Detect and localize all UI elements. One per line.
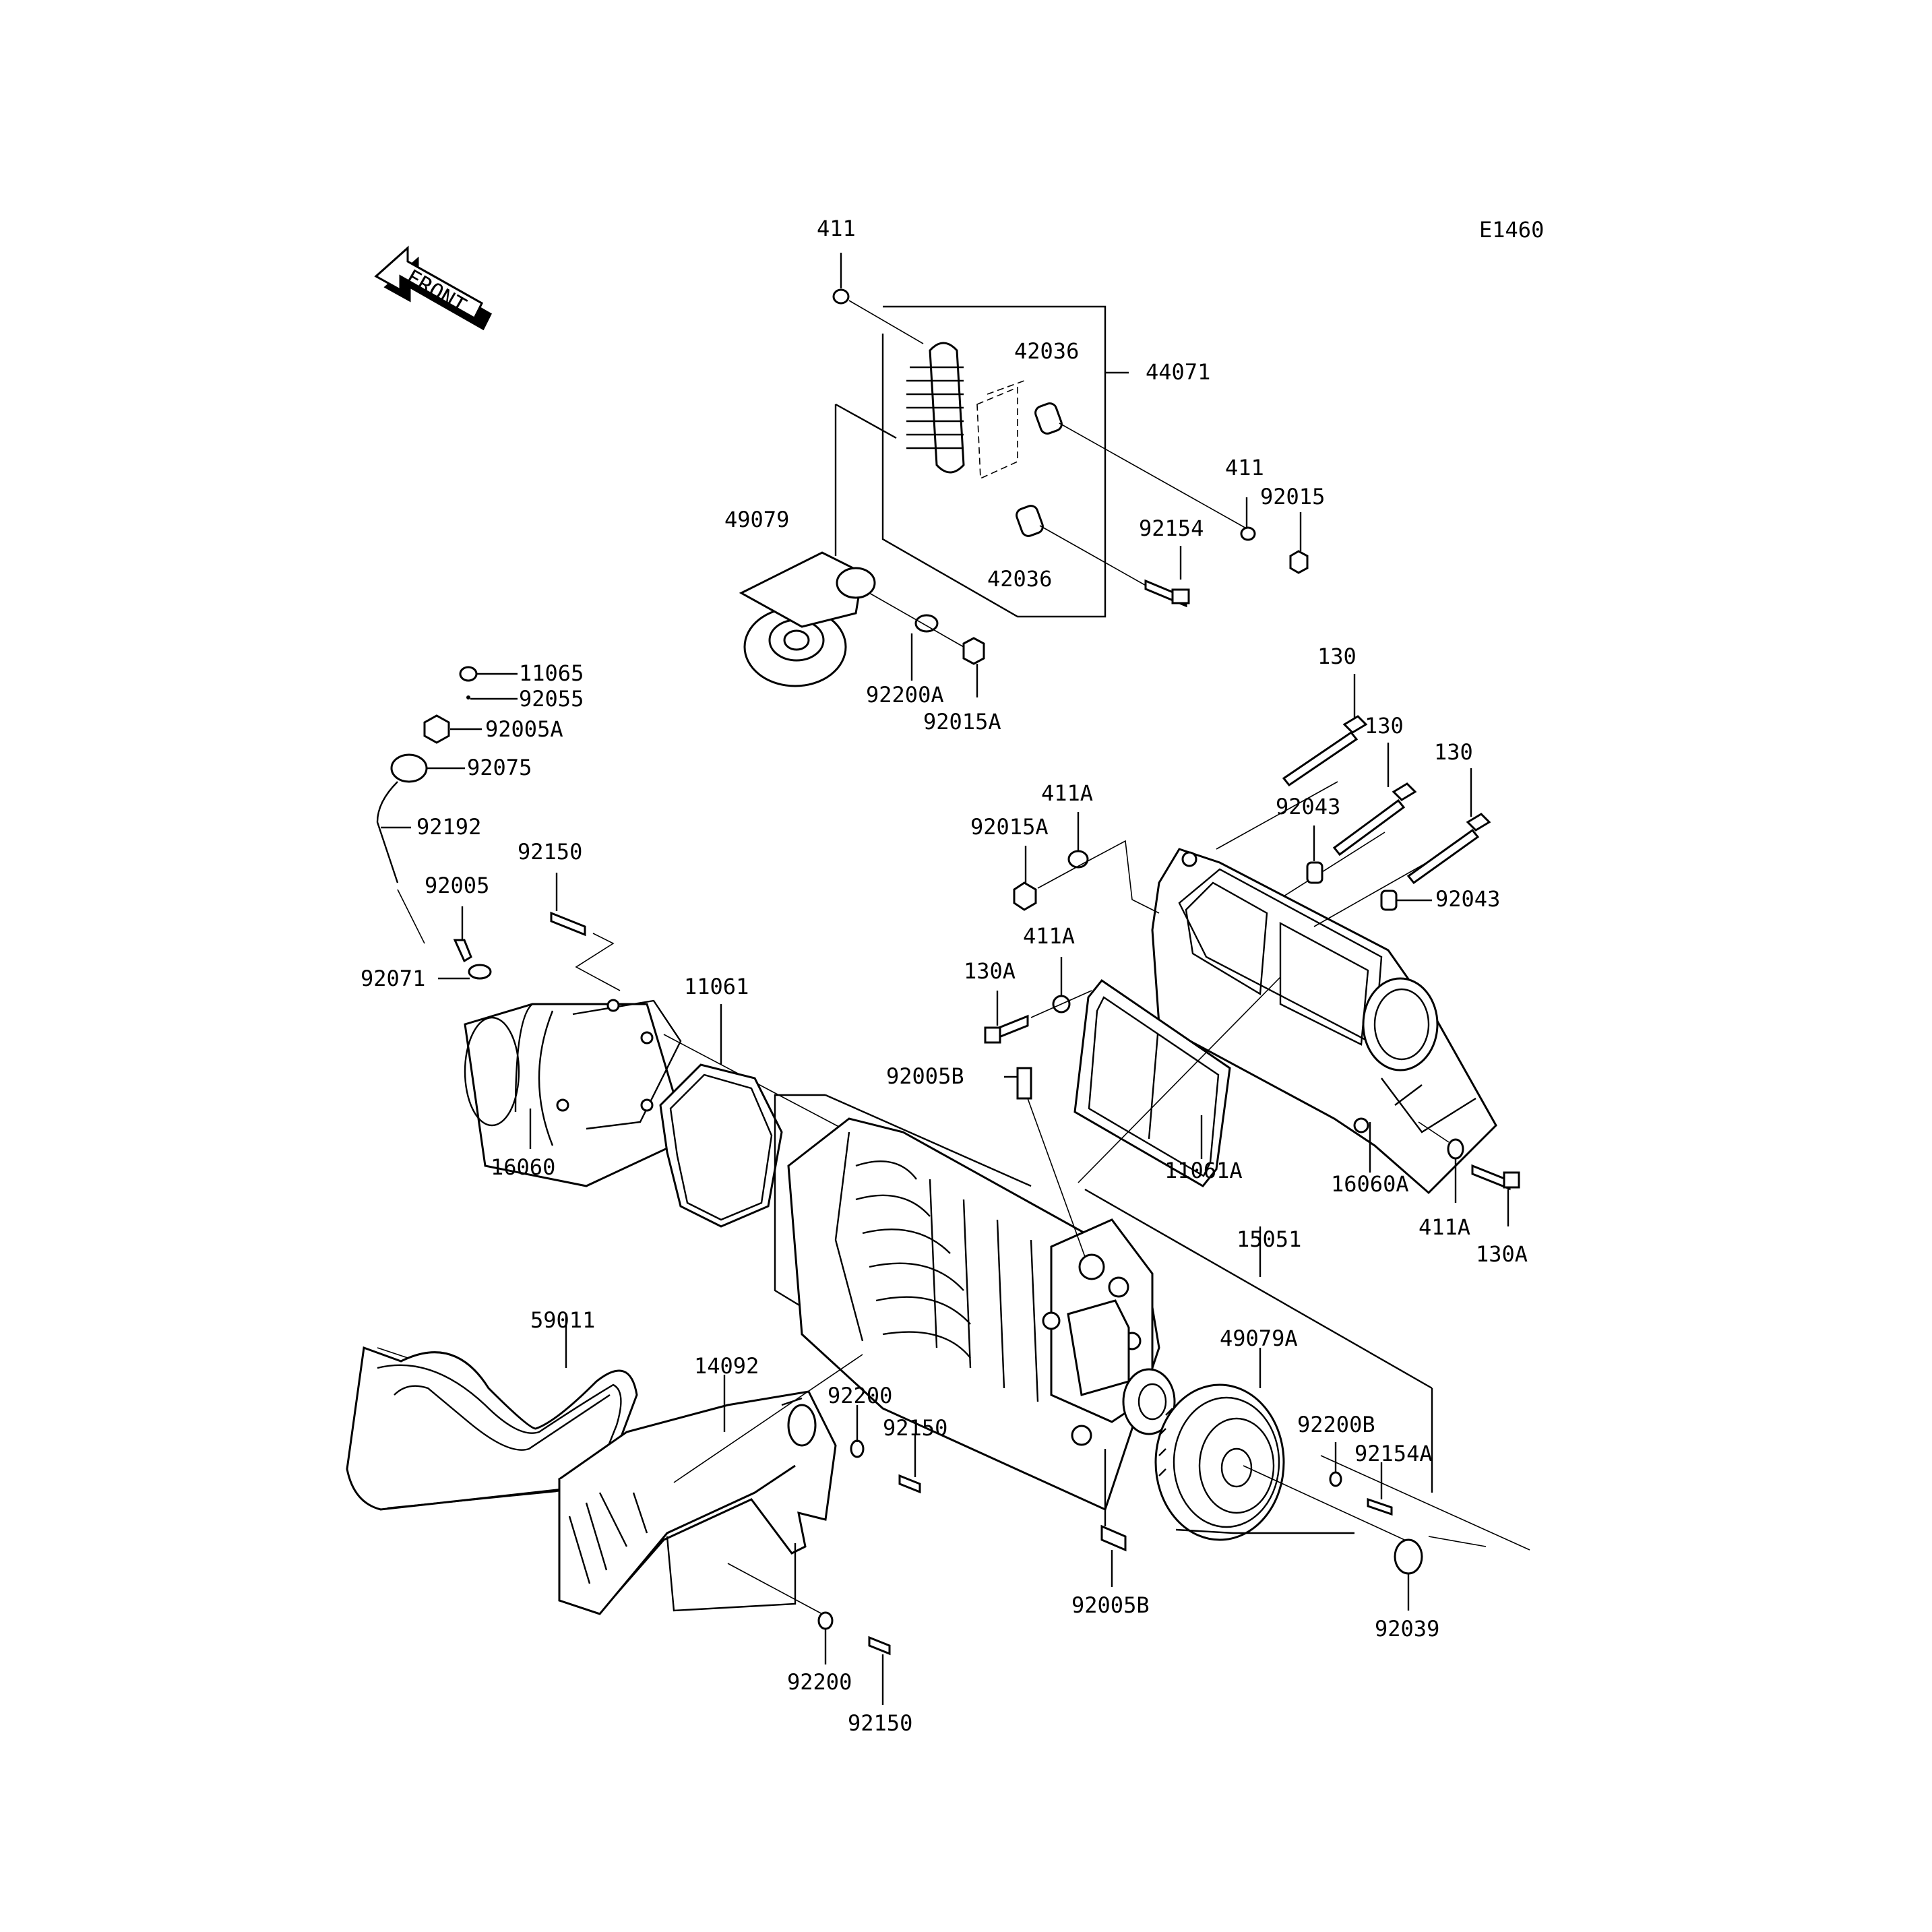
label-92043-b: 92043 bbox=[1435, 886, 1500, 912]
front-arrow-icon: FRONT bbox=[374, 245, 492, 331]
left-fittings-group bbox=[376, 666, 621, 991]
label-411A-bottom: 411A bbox=[1419, 1214, 1470, 1240]
label-92005: 92005 bbox=[425, 873, 489, 898]
label-92015: 92015 bbox=[1260, 484, 1325, 509]
belt-59011-icon bbox=[346, 1314, 638, 1511]
bolt-130-icon bbox=[1282, 674, 1491, 885]
label-130-c: 130 bbox=[1434, 739, 1473, 765]
label-92043-a: 92043 bbox=[1276, 794, 1340, 819]
label-92150-bottom: 92150 bbox=[848, 1710, 912, 1736]
gasket-11061A-icon bbox=[1073, 978, 1231, 1187]
label-11061A: 11061A bbox=[1164, 1158, 1243, 1183]
label-92005B-top: 92005B bbox=[886, 1063, 964, 1089]
label-92200B: 92200B bbox=[1297, 1412, 1375, 1437]
tensioner-group bbox=[739, 253, 1309, 697]
label-92005B-bottom: 92005B bbox=[1071, 1592, 1150, 1618]
label-130-a: 130 bbox=[1317, 644, 1357, 669]
label-92015A-2: 92015A bbox=[970, 814, 1049, 840]
diagram-code: E1460 bbox=[1479, 217, 1544, 243]
label-11061: 11061 bbox=[684, 974, 749, 999]
label-44071: 44071 bbox=[1146, 359, 1210, 385]
label-92154A: 92154A bbox=[1354, 1441, 1433, 1466]
tensioner-spring-icon bbox=[906, 342, 965, 474]
label-92015A: 92015A bbox=[923, 709, 1001, 735]
label-411-top: 411 bbox=[817, 216, 856, 241]
cover-14092-icon bbox=[557, 1375, 837, 1615]
label-42036-bottom: 42036 bbox=[987, 566, 1052, 592]
label-92200-bottom: 92200 bbox=[787, 1669, 852, 1695]
intake-16060A-icon bbox=[1151, 781, 1497, 1195]
label-15051: 15051 bbox=[1237, 1226, 1301, 1252]
label-49079: 49079 bbox=[724, 507, 789, 532]
gasket-11061-icon bbox=[659, 1004, 783, 1228]
label-411A-mid: 411A bbox=[1023, 923, 1075, 949]
pulley-49079A-icon bbox=[1154, 1348, 1285, 1541]
label-16060: 16060 bbox=[491, 1154, 555, 1180]
label-130A-right: 130A bbox=[1476, 1241, 1528, 1267]
label-92150-top: 92150 bbox=[518, 839, 582, 865]
front-label: FRONT bbox=[402, 264, 470, 319]
label-92039: 92039 bbox=[1375, 1616, 1439, 1642]
label-92055: 92055 bbox=[519, 686, 584, 712]
label-130A-left: 130A bbox=[964, 958, 1016, 984]
label-411-mid: 411 bbox=[1225, 455, 1264, 480]
label-16060A: 16060A bbox=[1331, 1171, 1409, 1197]
label-49079A: 49079A bbox=[1220, 1326, 1298, 1351]
label-130-b: 130 bbox=[1365, 713, 1404, 739]
label-92154: 92154 bbox=[1139, 516, 1204, 541]
label-11065: 11065 bbox=[519, 660, 584, 686]
label-92200A: 92200A bbox=[866, 682, 944, 708]
supercharger-15051-icon bbox=[774, 1094, 1433, 1512]
label-42036-top: 42036 bbox=[1014, 338, 1079, 364]
label-92005A: 92005A bbox=[485, 716, 563, 742]
label-14092: 14092 bbox=[694, 1353, 759, 1379]
label-92200-top: 92200 bbox=[828, 1383, 892, 1408]
label-92071: 92071 bbox=[361, 966, 425, 991]
label-92075: 92075 bbox=[467, 755, 532, 780]
label-92150-mid: 92150 bbox=[883, 1415, 947, 1441]
label-59011: 59011 bbox=[530, 1307, 595, 1333]
idler-pulley-icon bbox=[739, 551, 876, 687]
label-92192: 92192 bbox=[416, 814, 481, 840]
cover-16060-icon bbox=[464, 999, 850, 1187]
label-411A-top: 411A bbox=[1041, 780, 1093, 806]
